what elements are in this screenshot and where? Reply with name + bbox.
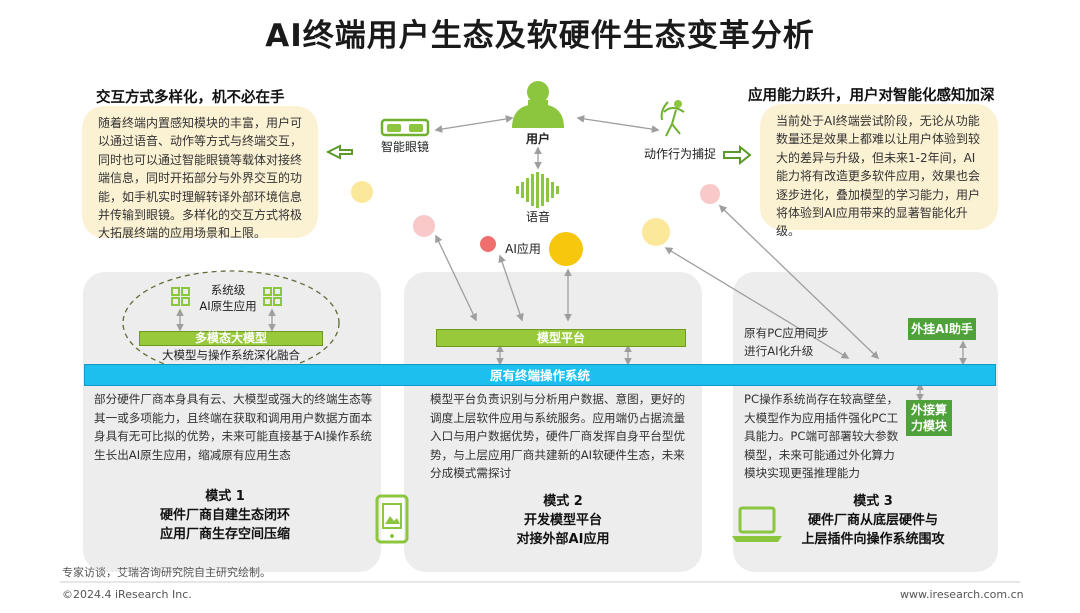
arrow-to-platform-1 (435, 234, 477, 322)
app-grid-icon-left (171, 287, 190, 306)
mode3-line2: 上层插件向操作系统围攻 (801, 532, 945, 547)
mode3-line1: 硬件厂商从底层硬件与 (807, 513, 938, 528)
mode2-caption: 模式 2 开发模型平台 对接外部AI应用 (478, 492, 648, 549)
arrow-user-motion (576, 115, 660, 133)
multimodal-bar: 多模态大模型 (139, 331, 323, 346)
left-heading: 交互方式多样化，机不必在手 (96, 90, 285, 106)
panel2-desc: 模型平台负责识别与分析用户数据、意图，更好的调度上层软件应用与系统服务。应用端仍… (430, 392, 686, 481)
decor-dot-pink-2 (700, 184, 720, 204)
ai-native-app-label: AI原生应用 (199, 299, 257, 313)
mode2-line1: 开发模型平台 (523, 513, 602, 528)
phone-icon (375, 494, 409, 544)
panel-mode-1 (83, 272, 381, 572)
model-platform-bar: 模型平台 (436, 329, 686, 347)
mode1-title: 模式 1 (205, 489, 245, 504)
mode3-title: 模式 3 (853, 494, 893, 509)
motion-label: 动作行为捕捉 (643, 147, 716, 161)
ai-assistant-box: 外挂AI助手 (908, 318, 976, 340)
glasses-icon (380, 118, 430, 137)
mode2-title: 模式 2 (543, 494, 583, 509)
compute-module-box: 外接算力模块 (906, 400, 952, 436)
pc-apps-label: 原有PC应用同步进行AI化升级 (744, 326, 829, 358)
fusion-label: 大模型与操作系统深化融合 (162, 348, 300, 362)
os-bar: 原有终端操作系统 (84, 364, 996, 386)
arrow-user-glasses (434, 115, 514, 133)
decor-dot-red (480, 236, 496, 252)
arrow-to-os (718, 204, 880, 360)
panel-mode-2 (404, 272, 702, 572)
arrow-to-platform-2 (498, 254, 524, 322)
motion-capture-icon (660, 100, 685, 137)
source-note: 专家访谈，艾瑞咨询研究院自主研究绘制。 (62, 566, 271, 579)
decor-dot-yellow-1 (351, 181, 373, 203)
decor-dot-yellow-2 (642, 218, 670, 246)
mode3-caption: 模式 3 硬件厂商从底层硬件与 上层插件向操作系统围攻 (778, 492, 968, 549)
mode1-line1: 硬件厂商自建生态闭环 (159, 508, 290, 523)
copyright: ©2024.4 iResearch Inc. (62, 588, 192, 601)
glasses-label: 智能眼镜 (380, 140, 429, 154)
system-level-label: 系统级 (210, 283, 246, 297)
arrow-right-green (723, 144, 752, 166)
right-heading: 应用能力跃升，用户对智能化感知加深 (748, 88, 995, 104)
app-grid-icon-right (263, 287, 282, 306)
mode1-line2: 应用厂商生存空间压缩 (159, 527, 290, 542)
panel3-desc: PC操作系统尚存在较高壁垒，大模型作为应用插件强化PC工具能力。PC端可部署较大… (744, 392, 899, 481)
left-note: 随着终端内置感知模块的丰富，用户可以通过语音、动作等方式与终端交互，同时也可以通… (82, 106, 318, 240)
website: www.iresearch.com.cn (900, 588, 1024, 601)
mode1-caption: 模式 1 硬件厂商自建生态闭环 应用厂商生存空间压缩 (140, 487, 310, 544)
arrow-left-green (325, 144, 353, 160)
mode2-line2: 对接外部AI应用 (516, 532, 610, 547)
voice-label: 语音 (525, 210, 550, 224)
panel1-desc: 部分硬件厂商本身具有云、大模型或强大的终端生态等其一或多项能力，且终端在获取和调… (94, 392, 373, 462)
laptop-icon (732, 506, 782, 542)
decor-dot-yellow-big (549, 232, 583, 266)
user-label: 用户 (525, 132, 550, 146)
decor-dot-pink-1 (413, 215, 435, 237)
page-title: AI终端用户生态及软硬件生态变革分析 (265, 18, 815, 54)
voice-wave-icon (516, 172, 559, 208)
ai-app-label: AI应用 (505, 242, 541, 256)
user-icon (512, 81, 564, 128)
